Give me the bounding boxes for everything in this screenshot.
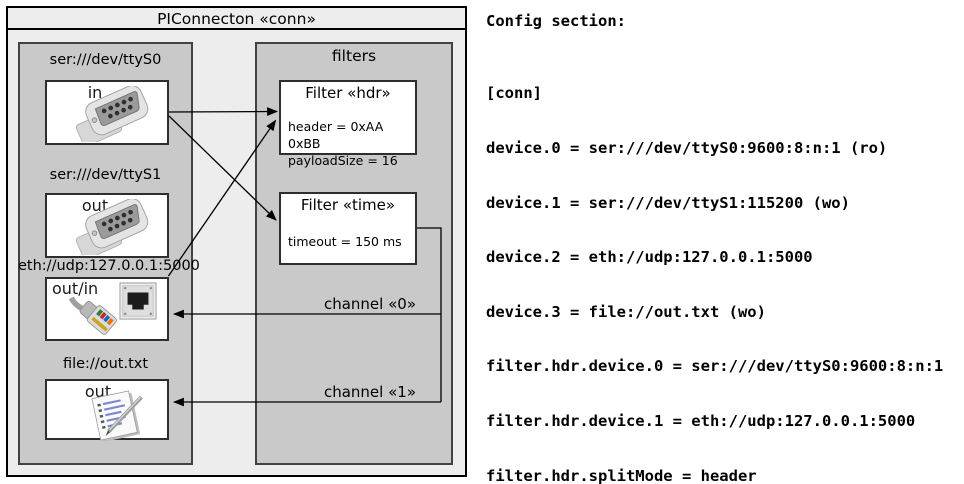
channel-label-0: channel «0» bbox=[323, 295, 416, 313]
config-line: device.2 = eth://udp:127.0.0.1:5000 bbox=[486, 248, 813, 267]
device-box-eth: out/in bbox=[45, 277, 169, 341]
config-line: filter.hdr.device.1 = eth://udp:127.0.0.… bbox=[486, 412, 916, 431]
filters-panel-title: filters bbox=[331, 47, 377, 65]
serial-connector-icon bbox=[75, 199, 149, 255]
device-box-ttys0: in bbox=[45, 80, 169, 145]
config-heading: Config section: bbox=[486, 12, 626, 30]
serial-connector-icon bbox=[75, 86, 149, 142]
device-label-ttys0: ser:///dev/ttyS0 bbox=[49, 52, 162, 68]
config-line: filter.hdr.device.0 = ser:///dev/ttyS0:9… bbox=[486, 357, 944, 376]
device-label-file: file://out.txt bbox=[62, 356, 149, 372]
filter-box-hdr: Filter «hdr» header = 0xAA 0xBB payloadS… bbox=[279, 80, 417, 168]
device-direction: out bbox=[81, 196, 109, 215]
filter-property: payloadSize = 16 bbox=[288, 153, 398, 168]
device-label-eth: eth://udp:127.0.0.1:5000 bbox=[18, 258, 200, 274]
device-direction: out/in bbox=[52, 279, 99, 298]
notepad-icon bbox=[91, 390, 143, 441]
ethernet-plug-icon bbox=[68, 296, 117, 335]
config-line: device.3 = file://out.txt (wo) bbox=[486, 302, 766, 321]
device-box-ttys1: out bbox=[45, 193, 169, 258]
device-direction: in bbox=[87, 83, 103, 102]
config-section: [conn] device.0 = ser:///dev/ttyS0:9600:… bbox=[486, 48, 953, 484]
config-line: device.1 = ser:///dev/ttyS1:115200 (wo) bbox=[486, 193, 850, 212]
connection-title: PIConnecton «conn» bbox=[8, 8, 465, 30]
config-line: device.0 = ser:///dev/ttyS0:9600:8:n:1 (… bbox=[486, 139, 888, 158]
device-box-file: out bbox=[45, 379, 169, 441]
config-line: [conn] bbox=[486, 84, 542, 103]
channel-label-1: channel «1» bbox=[323, 383, 416, 401]
filter-title: Filter «time» bbox=[300, 196, 396, 214]
device-label-ttys1: ser:///dev/ttyS1 bbox=[49, 167, 162, 183]
config-line: filter.hdr.splitMode = header bbox=[486, 466, 757, 484]
filter-property: header = 0xAA 0xBB bbox=[288, 119, 384, 151]
filter-box-time: Filter «time» timeout = 150 ms bbox=[279, 192, 417, 265]
ethernet-jack-icon bbox=[119, 282, 157, 320]
filter-title: Filter «hdr» bbox=[305, 84, 391, 102]
filter-property: timeout = 150 ms bbox=[288, 234, 402, 249]
